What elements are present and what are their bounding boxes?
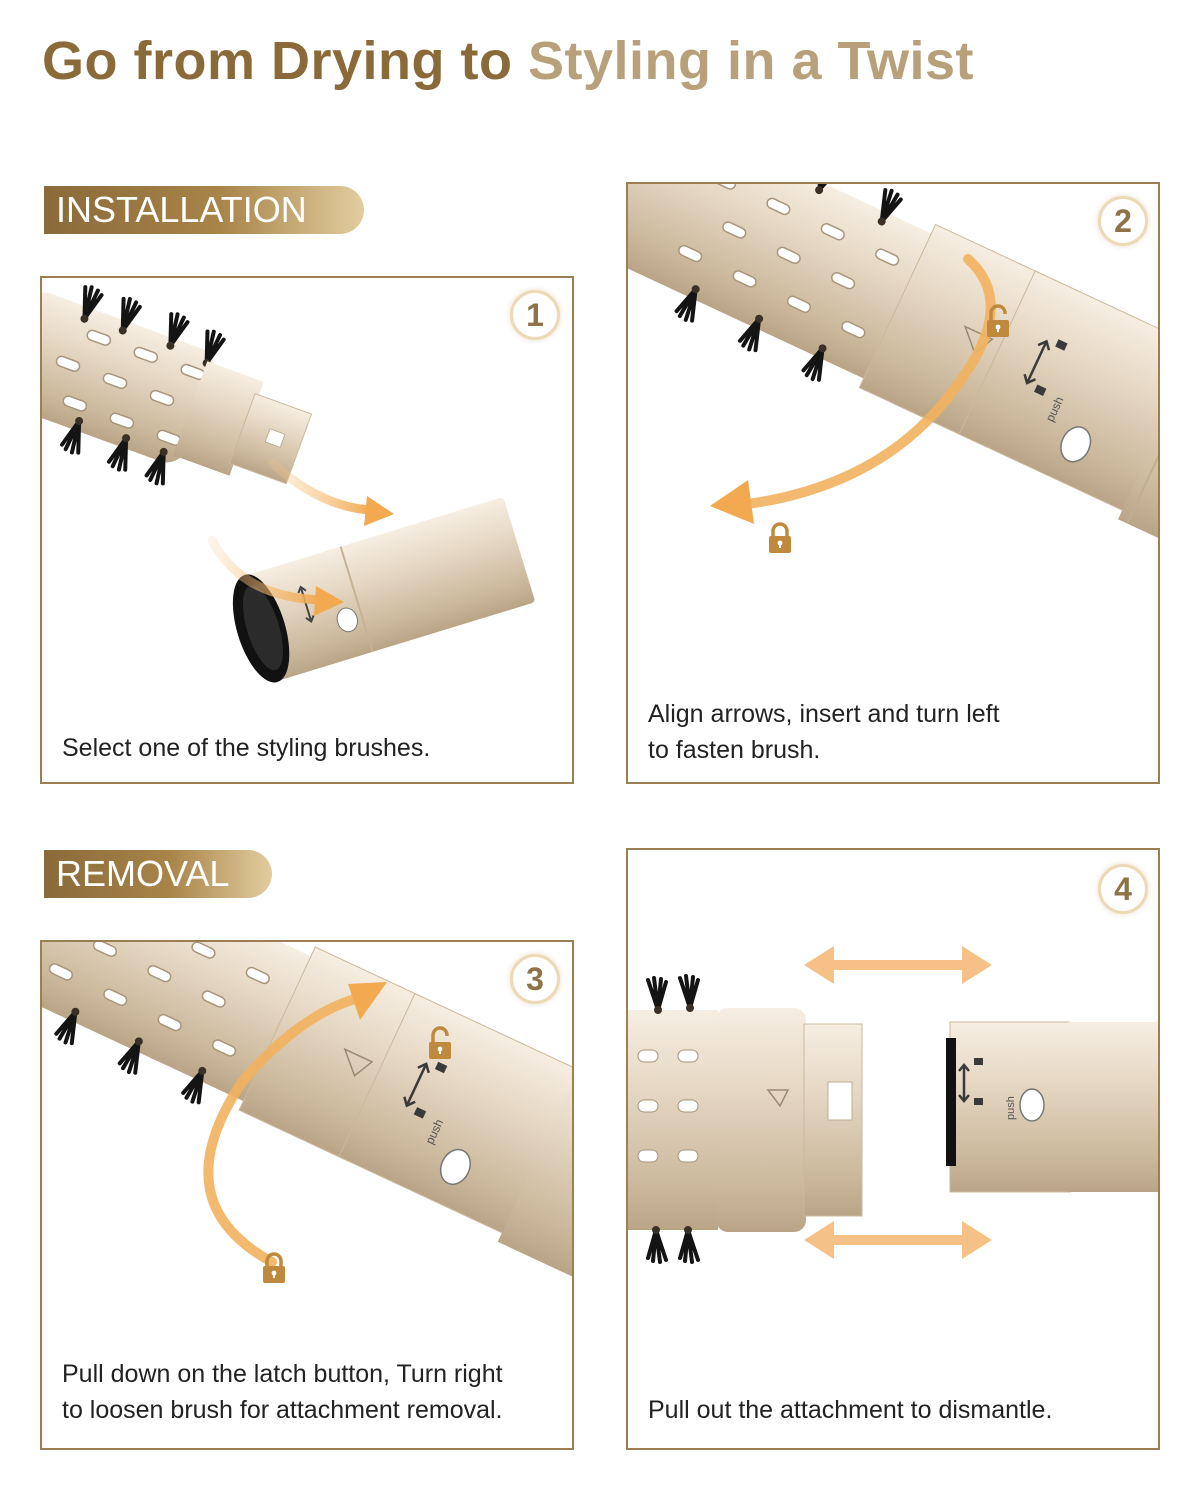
step-2-badge: 2 [1098,196,1148,246]
push-text: push [1005,1096,1017,1120]
step-3-caption: Pull down on the latch button, Turn righ… [62,1356,503,1428]
step-2-illustration: push [628,184,1158,604]
step-2-caption-line-2: to fasten brush. [648,736,821,764]
double-arrow-icon [804,946,992,984]
removal-label: REMOVAL [44,850,272,898]
step-3-badge: 3 [510,954,560,1004]
title-part-styling: Styling in a Twist [528,31,975,91]
installation-label-text: INSTALLATION [56,189,307,230]
double-arrow-icon [804,1221,992,1259]
step-2-panel: push 2 Align arrows, insert and turn lef… [626,182,1160,784]
step-1-illustration [42,283,535,683]
step-4-caption: Pull out the attachment to dismantle. [648,1396,1053,1424]
step-3-caption-line-1: Pull down on the latch button, Turn righ… [62,1360,503,1388]
step-3-panel: push 3 Pull down on the latch button, Tu… [40,940,574,1450]
lock-closed-icon [767,522,793,555]
step-2-caption-line-1: Align arrows, insert and turn left [648,700,1000,728]
removal-label-text: REMOVAL [56,853,230,894]
installation-label: INSTALLATION [44,186,364,234]
step-4-badge: 4 [1098,864,1148,914]
page-title: Go from Drying to Styling in a Twist [42,30,974,92]
title-part-drying: Go from Drying to [42,31,513,91]
step-3-illustration: push [42,942,572,1327]
step-1-panel: 1 Select one of the styling brushes. [40,276,574,784]
step-4-illustration: push [628,946,1158,1264]
step-3-caption-line-2: to loosen brush for attachment removal. [62,1396,503,1424]
step-1-caption: Select one of the styling brushes. [62,734,431,762]
step-2-caption: Align arrows, insert and turn left to fa… [648,696,1000,768]
step-1-badge: 1 [510,290,560,340]
step-4-panel: push 4 Pull out the attachment to disman… [626,848,1160,1450]
